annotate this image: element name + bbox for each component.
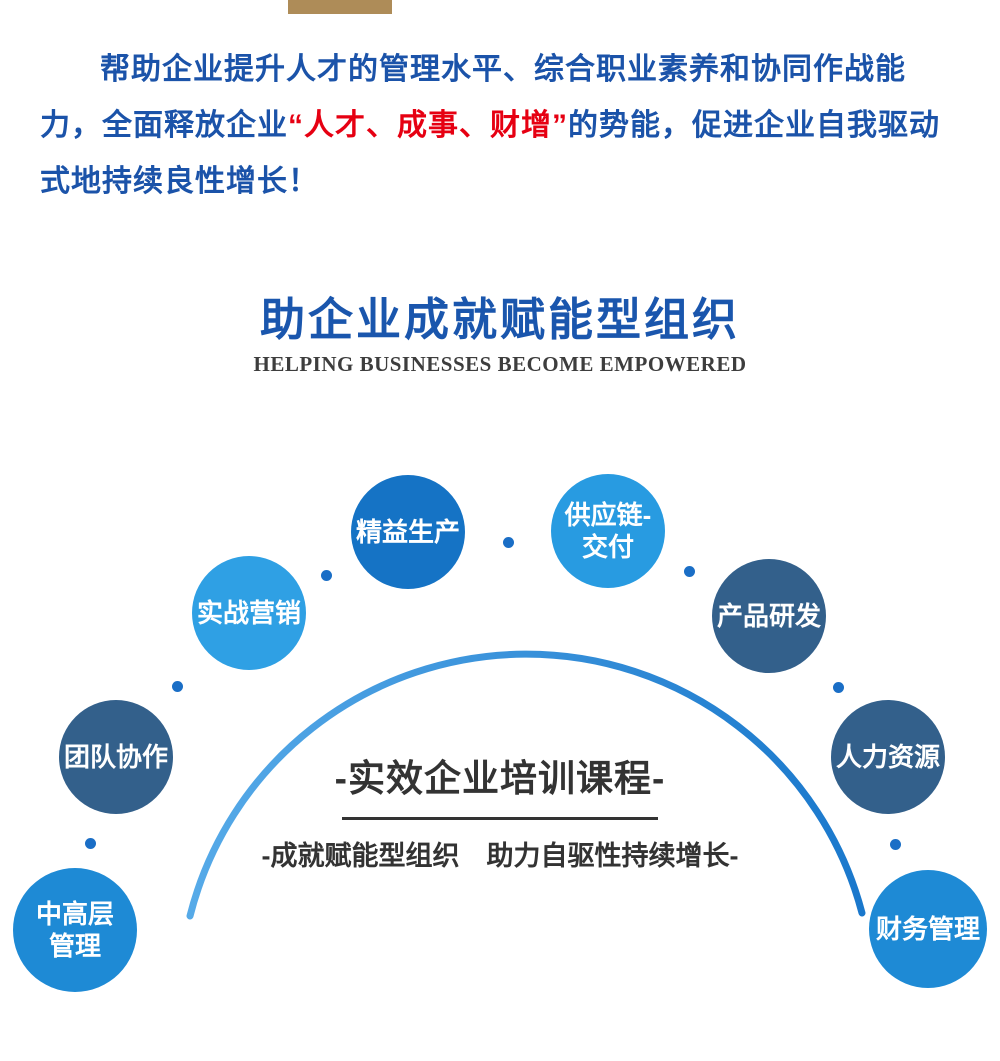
center-course-title: -实效企业培训课程- [334,758,666,799]
arc-dot [890,839,901,850]
diagram-center-text: -实效企业培训课程- -成就赋能型组织 助力自驱性持续增长- [0,748,1000,873]
center-course-subtitle: -成就赋能型组织 助力自驱性持续增长- [261,841,739,871]
center-divider [342,817,658,820]
node-team-collaboration: 团队协作 [59,700,173,814]
node-lean-production: 精益生产 [351,475,465,589]
node-senior-management: 中高层 管理 [13,868,137,992]
arc-dot [172,681,183,692]
arc-dot [503,537,514,548]
section-subtitle-en: HELPING BUSINESSES BECOME EMPOWERED [253,352,747,376]
node-product-rd: 产品研发 [712,559,826,673]
node-practical-marketing: 实战营销 [192,556,306,670]
section-title: 助企业成就赋能型组织 [259,294,740,345]
node-supply-chain-delivery: 供应链- 交付 [551,474,665,588]
intro-paragraph: 帮助企业提升人才的管理水平、综合职业素养和协同作战能力，全面释放企业“人才、成事… [40,42,960,210]
node-human-resources: 人力资源 [831,700,945,814]
intro-text-highlight: “人才、成事、财增” [288,109,568,142]
intro-text-main: 帮助企业提升人才的管理水平、综合职业素养和协同作战能力，全面释放企业 [40,53,906,142]
arc-dot [321,570,332,581]
arc-dot [85,838,96,849]
node-financial-management: 财务管理 [869,870,987,988]
arc-dot [684,566,695,577]
arc-dot [833,682,844,693]
intro-text-tail: 的势能，促进企业自我驱动式地持续良性增长！ [40,109,940,198]
top-accent-bar [288,0,392,14]
